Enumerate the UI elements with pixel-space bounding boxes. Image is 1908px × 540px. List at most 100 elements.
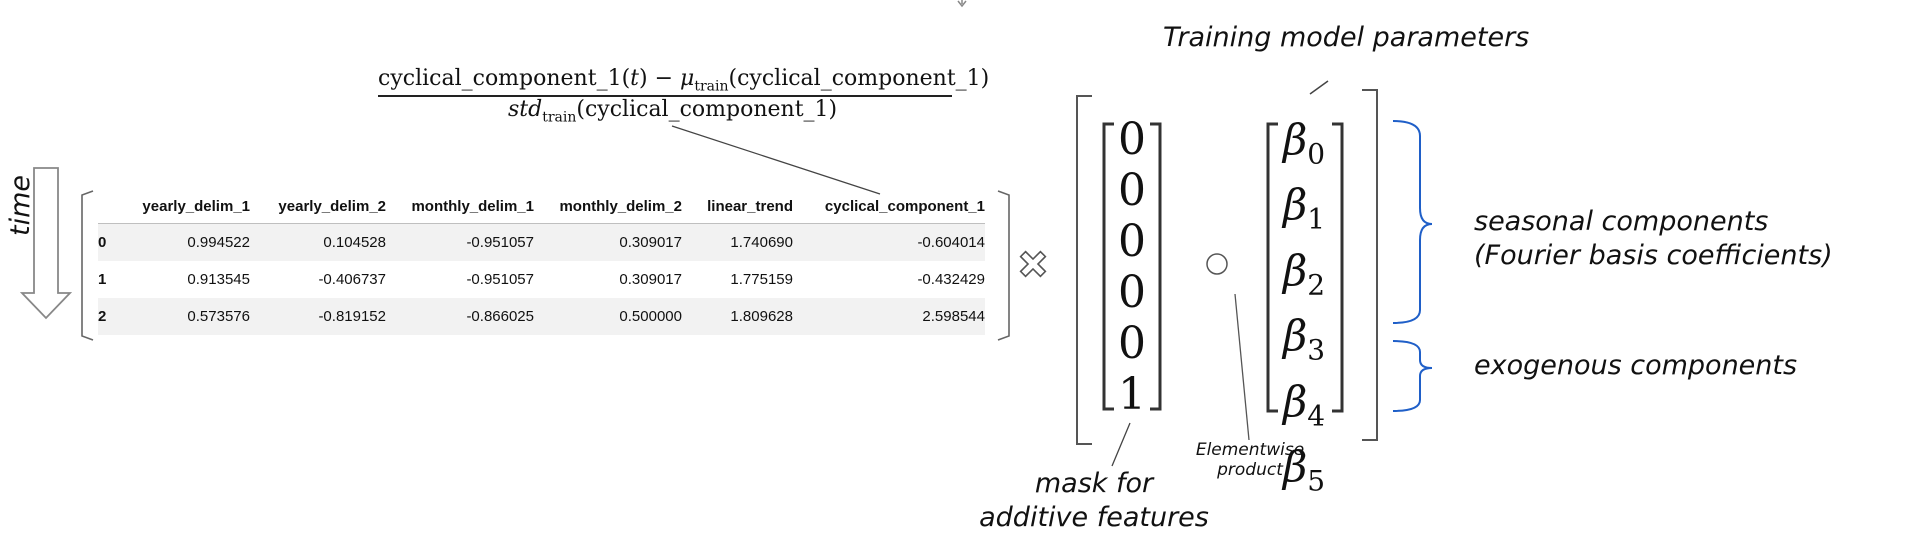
- beta-symbol: β: [1282, 311, 1308, 361]
- beta-symbol: β: [1282, 180, 1308, 230]
- table-cell: 0.104528: [250, 223, 386, 261]
- mask-pointer-line: [1111, 422, 1131, 467]
- beta-symbol: β: [1282, 376, 1308, 426]
- table-row-index: 1: [98, 271, 107, 288]
- table-cell: 0.573576: [128, 298, 250, 335]
- table-header-row: yearly_delim_1 yearly_delim_2 monthly_de…: [98, 189, 985, 224]
- table-row: 0 0.994522 0.104528 -0.951057 0.309017 1…: [98, 223, 985, 261]
- table-cell: 1.809628: [682, 298, 793, 335]
- table-cell: 2.598544: [793, 298, 985, 335]
- beta-coefficient: β3: [1266, 310, 1342, 375]
- table-header-cell: monthly_delim_1: [411, 197, 534, 215]
- time-label: time: [5, 174, 36, 236]
- table-header-cell: yearly_delim_2: [278, 197, 386, 215]
- formula-numerator-post: (cyclical_component_1): [728, 66, 990, 91]
- beta-subscript: 1: [1307, 202, 1326, 236]
- mask-left-bracket: [1102, 122, 1114, 411]
- beta-vector: β0 β1 β2 β3 β4 β5: [1266, 114, 1342, 506]
- elementwise-label: Elementwise product: [1190, 440, 1310, 480]
- beta-subscript: 0: [1307, 137, 1326, 171]
- beta-subscript: 4: [1307, 398, 1326, 432]
- formula-denominator: stdtrain(cyclical_component_1): [508, 97, 837, 125]
- table-cell: -0.432429: [917, 271, 985, 288]
- elementwise-label-line2: product: [1217, 460, 1283, 480]
- table-cell: -0.819152: [250, 298, 386, 335]
- table-cell: -0.866025: [386, 298, 534, 335]
- top-arrow-fragment: [957, 0, 967, 8]
- multiply-icon: [1019, 250, 1047, 278]
- elementwise-pointer-line: [1234, 293, 1250, 441]
- mask-value: 1: [1118, 369, 1146, 420]
- mask-value: 0: [1118, 114, 1146, 165]
- table-cell: 0.500000: [534, 298, 682, 335]
- table-cell: -0.604014: [793, 223, 985, 261]
- table-header-cell: yearly_delim_1: [142, 197, 250, 215]
- time-down-arrow: [19, 167, 73, 320]
- beta-symbol: β: [1282, 441, 1308, 491]
- table-cell: -0.406737: [318, 271, 386, 288]
- table-right-bracket: [997, 190, 1010, 341]
- data-table: yearly_delim_1 yearly_delim_2 monthly_de…: [98, 189, 985, 335]
- formula-std: std: [508, 97, 543, 122]
- training-params-label: Training model parameters: [1163, 22, 1530, 53]
- table-cell: -0.951057: [386, 223, 534, 261]
- mask-value: 0: [1118, 216, 1146, 267]
- outer-left-bracket: [1076, 95, 1092, 445]
- table-cell: 0.994522: [128, 223, 250, 261]
- beta-subscript: 5: [1307, 464, 1326, 498]
- formula-fraction-bar: [378, 95, 952, 97]
- table-header-cell: cyclical_component_1: [824, 197, 985, 215]
- beta-coefficient: β4: [1266, 376, 1342, 441]
- beta-coefficient: β0: [1266, 114, 1342, 179]
- table-cell: 0.913545: [187, 271, 250, 288]
- beta-symbol: β: [1282, 245, 1308, 295]
- beta-subscript: 2: [1307, 268, 1326, 302]
- seasonal-brace-icon: [1392, 120, 1433, 324]
- seasonal-label: seasonal components: [1474, 206, 1769, 237]
- table-left-bracket: [81, 190, 94, 341]
- table-row: 2 0.573576 -0.819152 -0.866025 0.500000 …: [98, 298, 985, 335]
- table-row-index: 2: [98, 298, 128, 335]
- mask-sublabel: additive features: [979, 502, 1209, 533]
- table-cell: 1.775159: [730, 271, 793, 288]
- beta-symbol: β: [1282, 115, 1308, 164]
- table-row-index: 0: [98, 223, 128, 261]
- formula-numerator: cyclical_component_1(t) − μtrain(cyclica…: [378, 66, 989, 94]
- table-cell: 0.309017: [534, 223, 682, 261]
- training-pointer-line: [1309, 80, 1329, 95]
- beta-coefficient: β1: [1266, 179, 1342, 244]
- beta-subscript: 3: [1307, 333, 1326, 367]
- mask-value: 0: [1118, 267, 1146, 318]
- formula-connector-line: [671, 125, 881, 195]
- table-cell: -0.951057: [466, 271, 534, 288]
- formula-mu-sub: train: [694, 78, 729, 95]
- beta-coefficient: β5: [1266, 441, 1342, 506]
- mask-value: 0: [1118, 165, 1146, 216]
- elementwise-label-line1: Elementwise: [1195, 440, 1305, 460]
- exogenous-label: exogenous components: [1474, 350, 1798, 381]
- table-row: 1 0.913545 -0.406737 -0.951057 0.309017 …: [98, 261, 985, 298]
- beta-right-bracket: [1332, 122, 1344, 413]
- formula-numerator-pre: cyclical_component_1(: [378, 66, 631, 91]
- formula-mu: μ: [680, 66, 695, 91]
- mask-value: 0: [1118, 318, 1146, 369]
- table-cell: 1.740690: [682, 223, 793, 261]
- mask-right-bracket: [1150, 122, 1162, 411]
- formula-minus: ) −: [639, 66, 681, 91]
- table-header-index: [98, 189, 128, 224]
- formula-std-sub: train: [542, 109, 577, 126]
- exogenous-brace-icon: [1392, 340, 1433, 412]
- table-cell: 0.309017: [619, 271, 682, 288]
- table-header-cell: monthly_delim_2: [559, 197, 682, 215]
- seasonal-sublabel: (Fourier basis coefficients): [1474, 240, 1833, 271]
- beta-coefficient: β2: [1266, 245, 1342, 310]
- elementwise-circle-icon: [1206, 253, 1228, 275]
- formula-t: t: [630, 66, 639, 91]
- outer-right-bracket: [1362, 89, 1378, 441]
- mask-label: mask for: [1034, 468, 1154, 499]
- table-header-cell: linear_trend: [707, 197, 793, 215]
- mask-vector: 0 0 0 0 0 1: [1112, 114, 1152, 420]
- formula-denominator-post: (cyclical_component_1): [576, 97, 838, 122]
- beta-left-bracket: [1266, 122, 1278, 413]
